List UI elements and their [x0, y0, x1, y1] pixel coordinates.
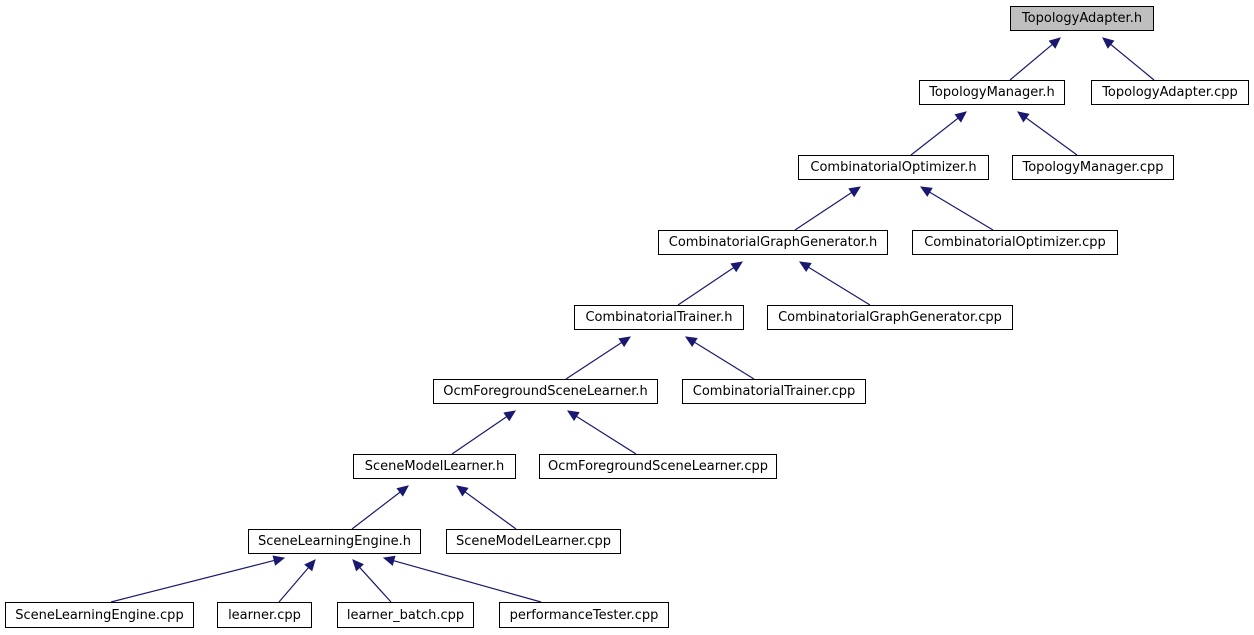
edge-ocm-foreground-scene-learner-cpp-to-ocm-foreground-scene-learner-h-arrowhead: [566, 410, 580, 422]
edge-scene-model-learner-h-to-ocm-foreground-scene-learner-h: [451, 416, 508, 455]
edge-topology-manager-cpp-to-topology-manager-h-arrowhead: [1017, 111, 1030, 123]
node-scene-learning-engine-h[interactable]: SceneLearningEngine.h: [248, 529, 421, 554]
edge-combinatorial-trainer-h-to-combinatorial-graph-generator-h-arrowhead: [730, 261, 744, 273]
edge-performance-tester-cpp-to-scene-learning-engine-h-arrowhead: [382, 555, 396, 566]
edge-ocm-foreground-scene-learner-h-to-combinatorial-trainer-h: [565, 341, 622, 380]
edge-learner-cpp-to-scene-learning-engine-h-arrowhead: [304, 559, 316, 572]
edge-scene-learning-engine-cpp-to-scene-learning-engine-h: [110, 559, 275, 603]
node-combinatorial-trainer-cpp[interactable]: CombinatorialTrainer.cpp: [682, 379, 866, 404]
edge-combinatorial-optimizer-cpp-to-combinatorial-optimizer-h-arrowhead: [919, 186, 933, 197]
node-combinatorial-optimizer-cpp[interactable]: CombinatorialOptimizer.cpp: [912, 230, 1118, 255]
node-combinatorial-optimizer-h[interactable]: CombinatorialOptimizer.h: [798, 155, 989, 180]
edge-ocm-foreground-scene-learner-h-to-combinatorial-trainer-h-arrowhead: [618, 336, 632, 348]
edge-combinatorial-trainer-cpp-to-combinatorial-trainer-h-arrowhead: [684, 336, 698, 348]
node-ocm-foreground-scene-learner-h[interactable]: OcmForegroundSceneLearner.h: [433, 379, 658, 404]
edge-learner-batch-cpp-to-scene-learning-engine-h: [359, 567, 392, 603]
edge-combinatorial-optimizer-h-to-topology-manager-h-arrowhead: [954, 111, 967, 123]
edge-scene-model-learner-h-to-ocm-foreground-scene-learner-h-arrowhead: [503, 410, 517, 422]
node-learner-batch-cpp[interactable]: learner_batch.cpp: [337, 602, 474, 628]
edge-combinatorial-graph-generator-cpp-to-combinatorial-graph-generator-h-arrowhead: [798, 261, 812, 272]
edge-performance-tester-cpp-to-scene-learning-engine-h: [393, 560, 542, 603]
edge-topology-adapter-cpp-to-topology-adapter-h-arrowhead: [1102, 37, 1115, 49]
edge-combinatorial-optimizer-cpp-to-combinatorial-optimizer-h: [929, 191, 994, 231]
edge-combinatorial-graph-generator-cpp-to-combinatorial-graph-generator-h: [808, 266, 871, 306]
edge-combinatorial-graph-generator-h-to-combinatorial-optimizer-h: [794, 192, 852, 231]
edge-learner-batch-cpp-to-scene-learning-engine-h-arrowhead: [352, 559, 364, 572]
node-topology-manager-cpp[interactable]: TopologyManager.cpp: [1012, 155, 1174, 180]
node-topology-adapter-h[interactable]: TopologyAdapter.h: [1010, 6, 1154, 31]
node-combinatorial-trainer-h[interactable]: CombinatorialTrainer.h: [574, 305, 744, 330]
edge-topology-manager-cpp-to-topology-manager-h: [1025, 117, 1078, 156]
edge-combinatorial-optimizer-h-to-topology-manager-h: [910, 117, 959, 156]
edge-scene-learning-engine-h-to-scene-model-learner-h: [351, 491, 401, 530]
edge-scene-model-learner-cpp-to-scene-model-learner-h: [464, 491, 517, 530]
node-topology-adapter-cpp[interactable]: TopologyAdapter.cpp: [1091, 80, 1249, 105]
edge-scene-model-learner-cpp-to-scene-model-learner-h-arrowhead: [456, 485, 469, 497]
node-combinatorial-graph-generator-h[interactable]: CombinatorialGraphGenerator.h: [658, 230, 888, 255]
edge-combinatorial-trainer-h-to-combinatorial-graph-generator-h: [677, 267, 735, 306]
node-scene-model-learner-cpp[interactable]: SceneModelLearner.cpp: [446, 529, 621, 554]
node-ocm-foreground-scene-learner-cpp[interactable]: OcmForegroundSceneLearner.cpp: [539, 454, 777, 479]
node-scene-model-learner-h[interactable]: SceneModelLearner.h: [353, 454, 516, 479]
edge-scene-learning-engine-h-to-scene-model-learner-h-arrowhead: [396, 485, 409, 497]
node-topology-manager-h[interactable]: TopologyManager.h: [919, 80, 1065, 105]
node-performance-tester-cpp[interactable]: performanceTester.cpp: [499, 602, 669, 628]
edge-scene-learning-engine-cpp-to-scene-learning-engine-h-arrowhead: [272, 555, 286, 566]
edge-topology-manager-h-to-topology-adapter-h-arrowhead: [1048, 37, 1061, 49]
edge-combinatorial-trainer-cpp-to-combinatorial-trainer-h: [694, 341, 755, 380]
edge-combinatorial-graph-generator-h-to-combinatorial-optimizer-h-arrowhead: [848, 186, 862, 198]
edge-learner-cpp-to-scene-learning-engine-h: [278, 567, 309, 603]
edge-topology-manager-h-to-topology-adapter-h: [1009, 43, 1053, 81]
edge-topology-adapter-cpp-to-topology-adapter-h: [1110, 43, 1155, 81]
edge-ocm-foreground-scene-learner-cpp-to-ocm-foreground-scene-learner-h: [576, 415, 637, 455]
node-learner-cpp[interactable]: learner.cpp: [217, 602, 312, 628]
node-combinatorial-graph-generator-cpp[interactable]: CombinatorialGraphGenerator.cpp: [767, 305, 1013, 330]
node-scene-learning-engine-cpp[interactable]: SceneLearningEngine.cpp: [5, 602, 194, 628]
